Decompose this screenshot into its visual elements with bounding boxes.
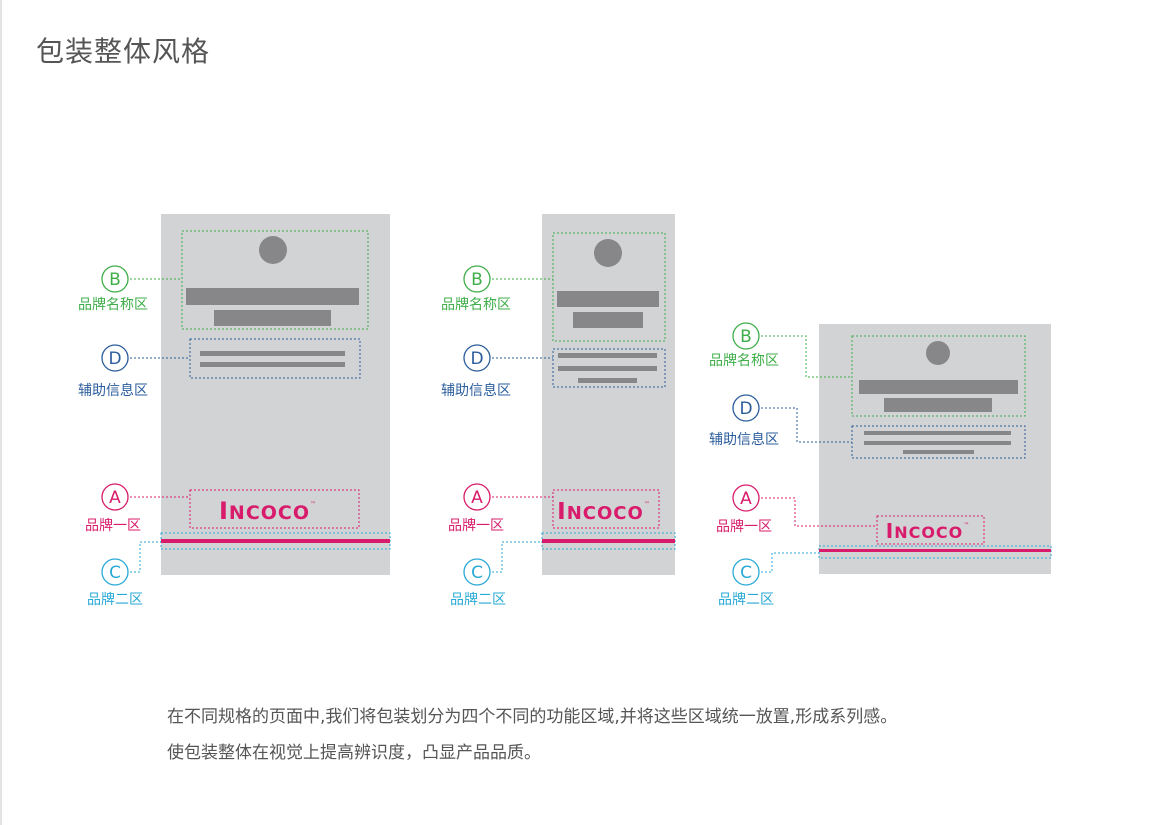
callout-letter-b: B: [740, 327, 752, 347]
callout-letter-c: C: [109, 563, 121, 583]
callout-label-d: 辅助信息区: [441, 382, 511, 399]
zone-a-frame: [876, 515, 985, 545]
callout-label-d: 辅助信息区: [709, 431, 779, 448]
package-panel: [161, 214, 390, 575]
callout-circle-b: [101, 265, 129, 293]
page-left-border: [0, 0, 2, 825]
callout-circle-c: [732, 558, 760, 586]
logo-initial: I: [219, 497, 229, 525]
name-bar-placeholder: [214, 310, 331, 326]
callout-circle-c: [463, 558, 491, 586]
callout-label-c: 品牌二区: [87, 591, 143, 608]
package-panel: [819, 324, 1051, 574]
brand-stripe: [161, 539, 390, 543]
callout-letter-a: A: [471, 488, 483, 508]
callout-letter-d: D: [470, 349, 483, 369]
logo-initial: I: [886, 519, 894, 543]
info-line-placeholder: [200, 351, 345, 356]
layout-short-wide: INCOCO™ B 品牌名称区 D 辅助信息区 A 品牌一区 C 品牌二区: [709, 322, 1052, 608]
logo-rest: NCOCO: [894, 523, 963, 542]
callout-letter-a: A: [109, 488, 121, 508]
callout-letter-c: C: [471, 563, 483, 583]
callout-label-c: 品牌二区: [718, 591, 774, 608]
brand-mark-placeholder: [259, 236, 287, 264]
callout-circle-d: [463, 344, 491, 372]
callout-line-a: [761, 497, 877, 527]
incoco-logo-icon: INCOCO™: [557, 499, 651, 525]
zone-a-frame: [189, 489, 360, 529]
logo-trademark: ™: [310, 501, 317, 508]
brand-stripe: [542, 539, 675, 543]
logo-rest: NCOCO: [229, 502, 310, 524]
callout-label-a: 品牌一区: [448, 517, 504, 534]
info-line-placeholder: [864, 441, 1011, 445]
callout-circle-d: [101, 344, 129, 372]
info-line-placeholder: [558, 353, 657, 358]
zone-b-frame: [851, 335, 1026, 417]
zone-b-frame: [552, 232, 666, 342]
callout-circle-c: [101, 558, 129, 586]
callout-letter-b: B: [471, 270, 483, 290]
callout-label-b: 品牌名称区: [709, 352, 779, 369]
callout-letter-a: A: [740, 489, 752, 509]
callout-circle-b: [732, 322, 760, 350]
callout-label-b: 品牌名称区: [78, 296, 148, 313]
info-line-placeholder: [864, 431, 1011, 435]
zone-a-frame: [552, 489, 660, 529]
description-line-1: 在不同规格的页面中,我们将包装划分为四个不同的功能区域,并将这些区域统一放置,形…: [167, 707, 898, 727]
name-bar-placeholder: [557, 291, 659, 307]
callout-letter-d: D: [739, 399, 752, 419]
info-line-placeholder: [558, 366, 657, 371]
zone-d-frame: [552, 348, 666, 388]
name-bar-placeholder: [859, 380, 1018, 394]
incoco-logo-icon: INCOCO™: [886, 519, 971, 543]
callout-label-b: 品牌名称区: [441, 296, 511, 313]
brand-mark-placeholder: [594, 239, 622, 267]
package-panel: [542, 214, 675, 575]
callout-circle-a: [732, 484, 760, 512]
page-title: 包装整体风格: [36, 35, 211, 68]
name-bar-placeholder: [884, 398, 992, 412]
callout-line-c: [492, 541, 542, 573]
callout-label-a: 品牌一区: [716, 518, 772, 535]
logo-trademark: ™: [963, 522, 970, 529]
brand-stripe: [819, 549, 1051, 552]
name-bar-placeholder: [186, 288, 359, 305]
callout-line-c: [130, 541, 161, 573]
incoco-logo-icon: INCOCO™: [219, 497, 317, 525]
callout-line-c: [761, 552, 819, 573]
description-line-2: 使包装整体在视觉上提高辨识度，凸显产品品质。: [167, 743, 541, 763]
layout-tall-narrow: INCOCO™ B 品牌名称区 D 辅助信息区 A 品牌一区 C 品牌二区: [441, 214, 676, 608]
brand-mark-placeholder: [926, 341, 950, 365]
callout-letter-b: B: [109, 270, 121, 290]
callout-line-b: [761, 335, 852, 378]
callout-circle-a: [101, 483, 129, 511]
logo-rest: NCOCO: [567, 503, 644, 524]
callout-line-d: [761, 407, 852, 443]
callout-letter-c: C: [740, 563, 752, 583]
logo-trademark: ™: [644, 501, 651, 508]
callout-letter-d: D: [108, 349, 121, 369]
callout-circle-d: [732, 394, 760, 422]
logo-initial: I: [557, 499, 567, 525]
name-bar-placeholder: [573, 312, 643, 328]
layout-tall-wide: INCOCO™ B 品牌名称区 D 辅助信息区 A 品牌一区 C 品牌二区: [78, 214, 391, 608]
info-line-placeholder: [200, 362, 345, 367]
callout-circle-b: [463, 265, 491, 293]
callout-circle-a: [463, 483, 491, 511]
callout-label-d: 辅助信息区: [78, 382, 148, 399]
callout-label-a: 品牌一区: [85, 517, 141, 534]
info-line-placeholder: [578, 378, 637, 383]
info-line-placeholder: [903, 450, 974, 454]
callout-label-c: 品牌二区: [450, 591, 506, 608]
zone-d-frame: [189, 338, 361, 379]
zone-b-frame: [181, 230, 369, 330]
